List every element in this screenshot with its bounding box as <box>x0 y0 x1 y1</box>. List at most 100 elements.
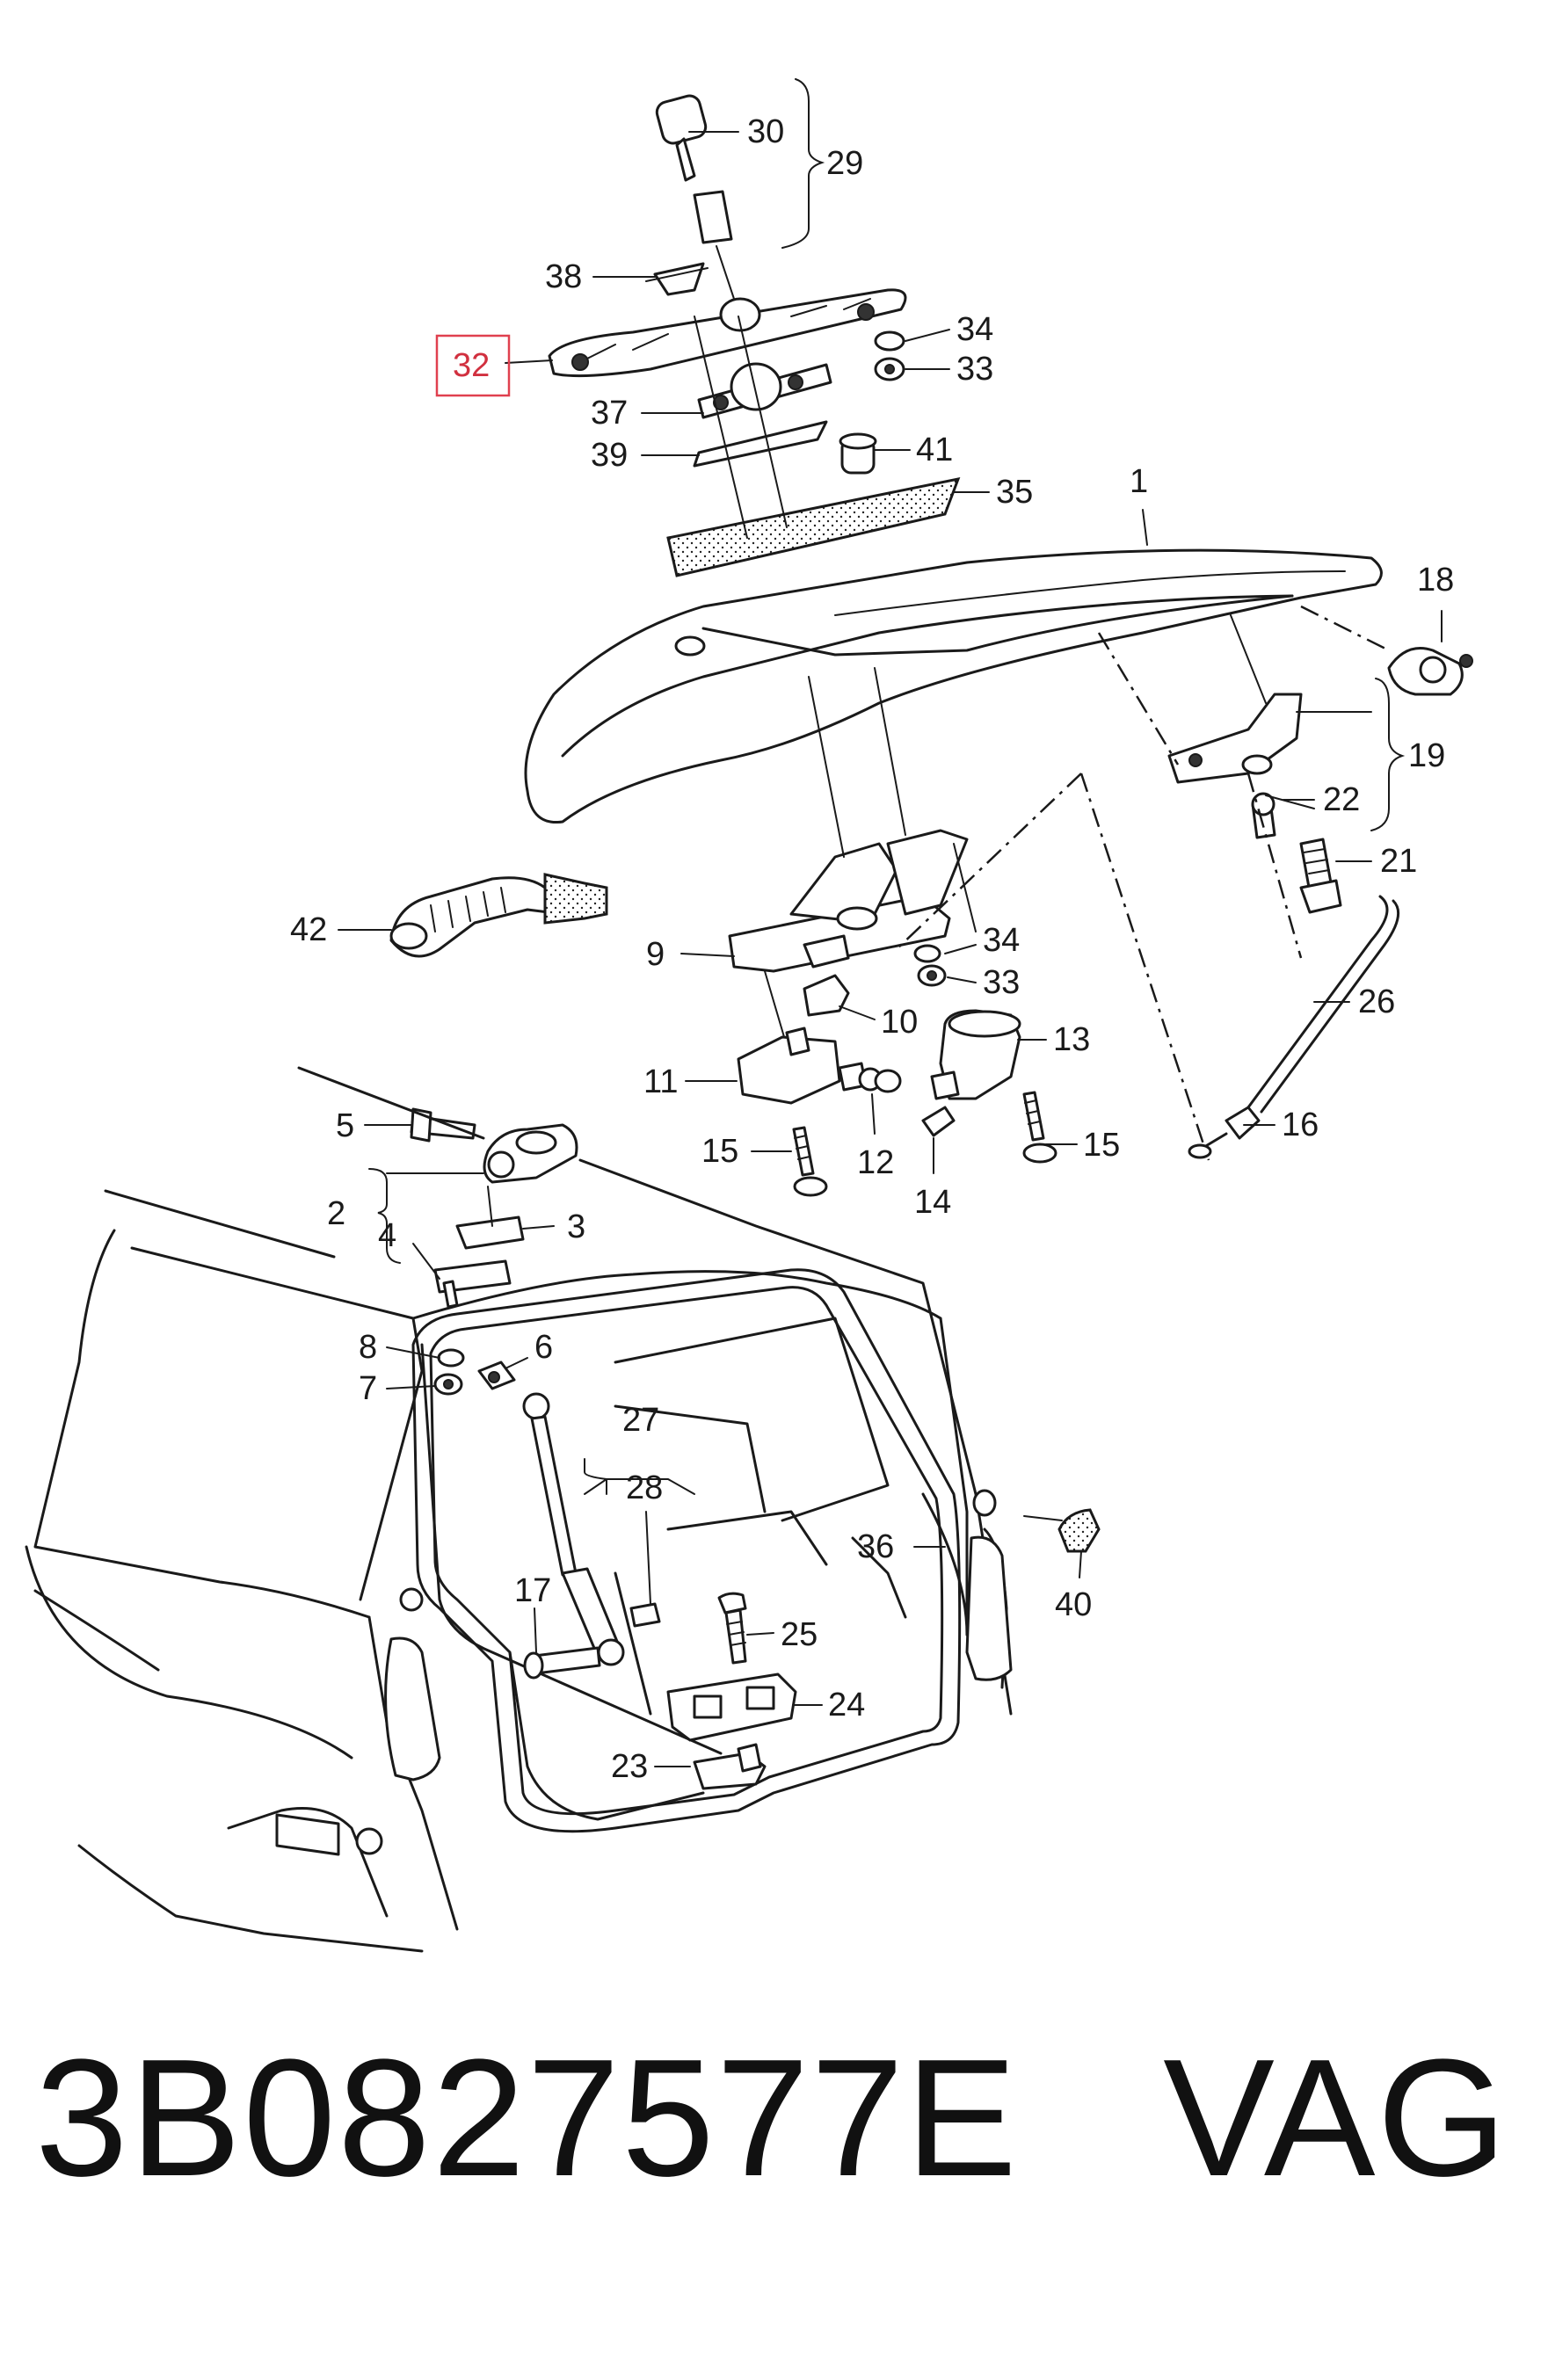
callout-18: 18 <box>1417 562 1454 599</box>
hinge-19 <box>1167 693 1303 784</box>
washer-nut-top <box>874 330 905 381</box>
guide-line <box>738 316 788 528</box>
stop-28 <box>629 1602 661 1628</box>
callout-26: 26 <box>1358 983 1395 1020</box>
right-tail-light <box>965 1489 1013 1681</box>
bolt-21 <box>1299 838 1342 914</box>
guide-line <box>694 316 748 539</box>
bracket-4 <box>433 1259 512 1309</box>
callout-15b: 15 <box>1083 1127 1120 1164</box>
callout-10: 10 <box>881 1004 918 1041</box>
screw-15a <box>792 1126 828 1197</box>
callout-28: 28 <box>626 1469 663 1506</box>
motor-13 <box>930 1009 1021 1100</box>
callout-34: 34 <box>956 311 993 348</box>
tailgate-panel <box>524 548 1383 824</box>
callout-38: 38 <box>545 258 582 295</box>
callout-15a: 15 <box>701 1133 738 1170</box>
cable-end-16 <box>1188 1106 1261 1159</box>
callout-4: 4 <box>378 1217 396 1254</box>
screw-25 <box>717 1592 747 1665</box>
callout-24: 24 <box>828 1687 865 1723</box>
callout-37: 37 <box>591 395 628 432</box>
callout-42: 42 <box>290 911 327 948</box>
vehicle-body <box>25 1066 1013 1953</box>
cable-route <box>1246 773 1303 959</box>
callout-17: 17 <box>514 1572 551 1609</box>
highlight-box-32 <box>435 334 511 397</box>
callout-34b: 34 <box>983 922 1020 959</box>
guide-line <box>808 676 845 858</box>
buffer-40 <box>1057 1508 1101 1553</box>
cable-route <box>896 773 1210 1161</box>
callout-29: 29 <box>826 145 863 182</box>
actuator-11 <box>737 1027 868 1105</box>
bump-stop-18 <box>1387 647 1473 696</box>
callout-3: 3 <box>567 1208 585 1245</box>
callout-36: 36 <box>857 1528 894 1565</box>
tailgate-handle-strip <box>548 262 907 378</box>
connector-14 <box>921 1106 956 1137</box>
callout-32[interactable]: 32 <box>453 347 490 384</box>
callout-5: 5 <box>336 1107 354 1144</box>
cable-route <box>1097 632 1180 766</box>
guide-line <box>1230 614 1267 704</box>
callout-1: 1 <box>1130 463 1148 500</box>
left-tail-light <box>275 1587 441 1856</box>
guide-line <box>953 843 977 932</box>
cable-26 <box>1246 895 1400 1114</box>
latch-9 <box>728 829 969 973</box>
callout-33b: 33 <box>983 964 1020 1001</box>
callout-7: 7 <box>359 1370 377 1407</box>
callout-12: 12 <box>857 1144 894 1181</box>
gasket-39 <box>693 420 828 468</box>
screw-15b <box>1022 1091 1057 1164</box>
callout-9: 9 <box>646 936 665 973</box>
callout-11: 11 <box>643 1063 678 1100</box>
guide-line <box>874 667 906 836</box>
callout-6: 6 <box>534 1329 553 1366</box>
guide-line <box>764 970 788 1047</box>
bolt-5 <box>410 1107 476 1143</box>
callout-labels: 30 29 38 32 34 33 37 39 41 35 1 18 19 22… <box>290 113 1454 1785</box>
callout-41: 41 <box>916 432 953 468</box>
callout-22: 22 <box>1323 781 1360 818</box>
grommet-41 <box>839 432 877 475</box>
bracket-37 <box>697 362 832 419</box>
callout-14: 14 <box>914 1184 951 1221</box>
callout-35: 35 <box>996 474 1033 511</box>
washer-nut-latch <box>913 944 947 987</box>
brand-name: VAG <box>1163 2025 1509 2211</box>
callout-39: 39 <box>591 437 628 474</box>
callout-30: 30 <box>747 113 784 150</box>
clip-10 <box>803 974 850 1017</box>
fitting-12 <box>858 1067 902 1093</box>
callout-16: 16 <box>1282 1107 1319 1143</box>
plate-3 <box>455 1215 525 1250</box>
callout-21: 21 <box>1380 843 1417 880</box>
callout-8: 8 <box>359 1329 377 1366</box>
callout-27: 27 <box>622 1402 659 1439</box>
guide-line <box>1300 605 1390 652</box>
lock-plate-23 <box>693 1743 767 1790</box>
hinge-2 <box>483 1123 578 1184</box>
foam-pad-35 <box>666 476 961 577</box>
tailgate-seal-36 <box>411 1268 962 1833</box>
washer-8-nut-7 <box>433 1348 465 1396</box>
callout-2: 2 <box>327 1195 345 1232</box>
callout-19: 19 <box>1408 737 1445 774</box>
leader-lines <box>338 78 1443 1767</box>
wiring-sleeve-42 <box>389 873 608 958</box>
guide-line <box>487 1186 493 1227</box>
part-number-caption: 3B0827577E VAG <box>35 2035 1508 2202</box>
callout-40: 40 <box>1055 1586 1092 1623</box>
callout-25: 25 <box>781 1616 818 1653</box>
part-number: 3B0827577E <box>35 2025 1019 2211</box>
callout-33: 33 <box>956 351 993 388</box>
callout-23: 23 <box>611 1748 648 1785</box>
striker-24 <box>666 1673 797 1742</box>
callout-13: 13 <box>1053 1021 1090 1058</box>
key-and-cylinder <box>655 94 735 300</box>
gas-strut-17 <box>522 1392 625 1680</box>
